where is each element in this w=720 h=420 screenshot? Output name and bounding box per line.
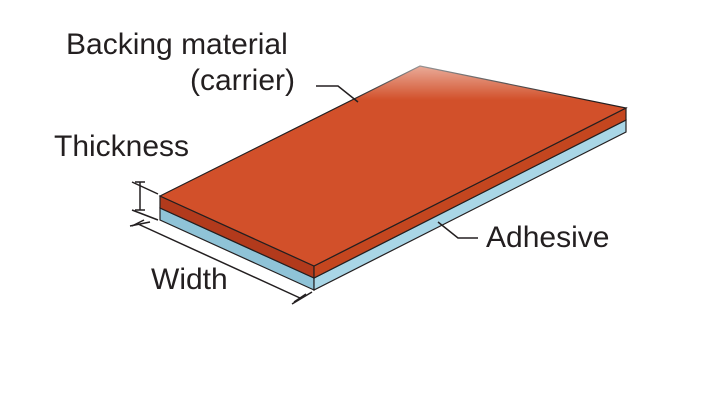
tape-fade-overlay — [340, 40, 640, 100]
backing-leader-line — [316, 85, 359, 103]
carrier-top-face — [158, 65, 628, 267]
carrier-label: (carrier) — [190, 64, 295, 97]
backing-material-label: Backing material — [66, 28, 288, 61]
thickness-label: Thickness — [54, 130, 190, 163]
thickness-dimension — [131, 181, 159, 221]
width-label: Width — [151, 263, 228, 296]
adhesive-label: Adhesive — [486, 221, 610, 254]
adhesive-leader-line — [437, 221, 478, 239]
width-dimension — [129, 219, 313, 305]
